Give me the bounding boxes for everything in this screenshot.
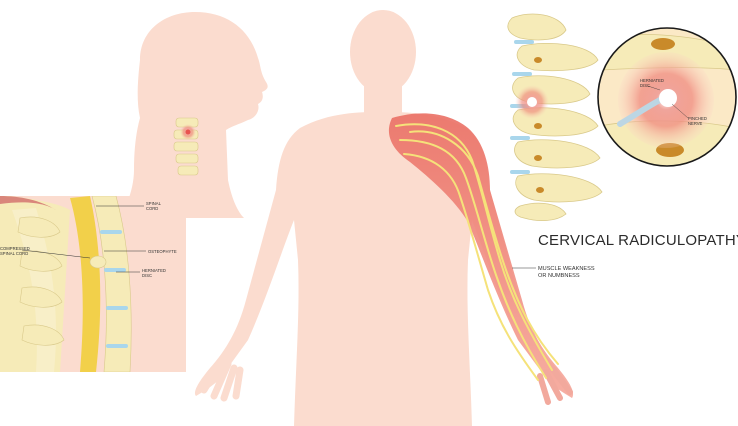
inset-osteophyte-label: OSTEOPHYTE bbox=[148, 249, 177, 254]
arm-symptom-label: MUSCLE WEAKNESS OR NUMBNESS bbox=[538, 266, 596, 279]
cervical-vertebrae-detail bbox=[508, 14, 602, 221]
diagram-title: CERVICAL RADICULOPATHY bbox=[538, 232, 738, 249]
head-profile bbox=[120, 12, 268, 218]
inset-compressed-cord-label: COMPRESSED SPINAL CORD bbox=[0, 246, 31, 256]
herniation-zoom: HERNIATED DISC PINCHED NERVE bbox=[598, 28, 738, 168]
arm-symptom-callout: MUSCLE WEAKNESS OR NUMBNESS bbox=[512, 266, 596, 279]
spine-cross-section-inset: SPINAL CORD OSTEOPHYTE COMPRESSED SPINAL… bbox=[0, 196, 186, 372]
